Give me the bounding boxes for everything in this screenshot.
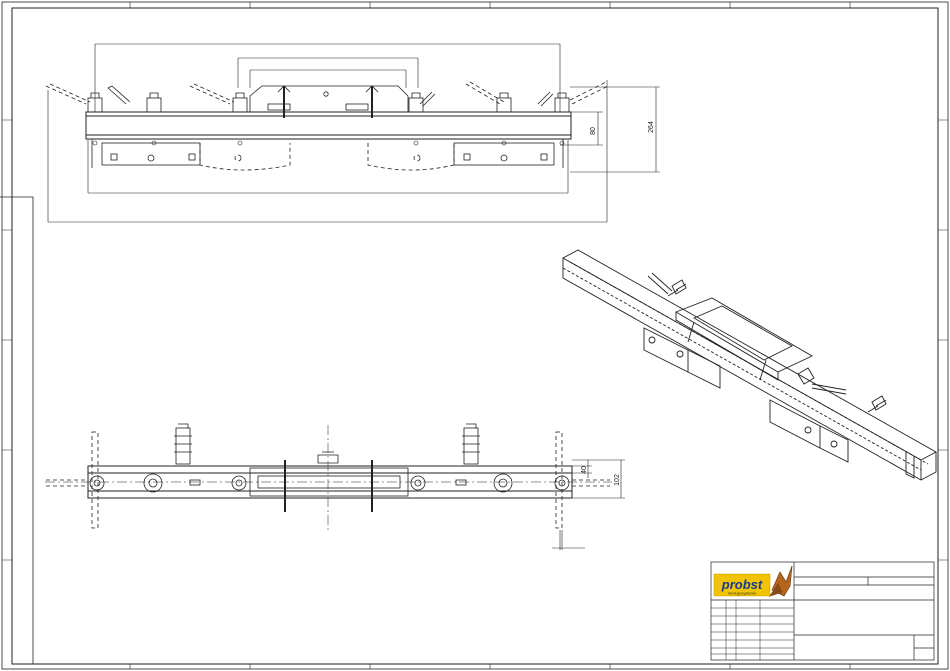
lower-brackets-dashed bbox=[200, 143, 454, 170]
cylinders-top bbox=[174, 424, 480, 464]
iso-handles bbox=[648, 273, 846, 394]
center-clamp-front bbox=[250, 86, 408, 118]
revision-grid bbox=[711, 600, 794, 660]
iso-brackets bbox=[644, 328, 848, 462]
isometric-view bbox=[563, 250, 936, 480]
top-view-centerlines bbox=[45, 425, 612, 532]
dimension-label-264: 264 bbox=[648, 121, 655, 133]
rollers-top bbox=[90, 474, 569, 492]
dimension-label-40: 40 bbox=[581, 466, 588, 474]
iso-clamp bbox=[676, 298, 812, 380]
handle-levers-dashed bbox=[46, 82, 608, 104]
iso-beam bbox=[563, 250, 936, 480]
probst-logo: probst Verlegesysteme bbox=[714, 566, 792, 596]
dimension-label-102: 102 bbox=[614, 474, 621, 486]
lower-brackets-front bbox=[92, 139, 563, 168]
front-view: 80 264 bbox=[46, 44, 660, 222]
top-view: 40 102 bbox=[45, 424, 625, 550]
iso-cylinders bbox=[668, 280, 886, 412]
dimension-label-80: 80 bbox=[590, 127, 597, 135]
front-view-dimension-lines bbox=[48, 44, 660, 222]
eagle-icon bbox=[770, 566, 792, 596]
main-beam-front bbox=[86, 112, 571, 139]
logo-subtitle: Verlegesysteme bbox=[728, 591, 757, 596]
